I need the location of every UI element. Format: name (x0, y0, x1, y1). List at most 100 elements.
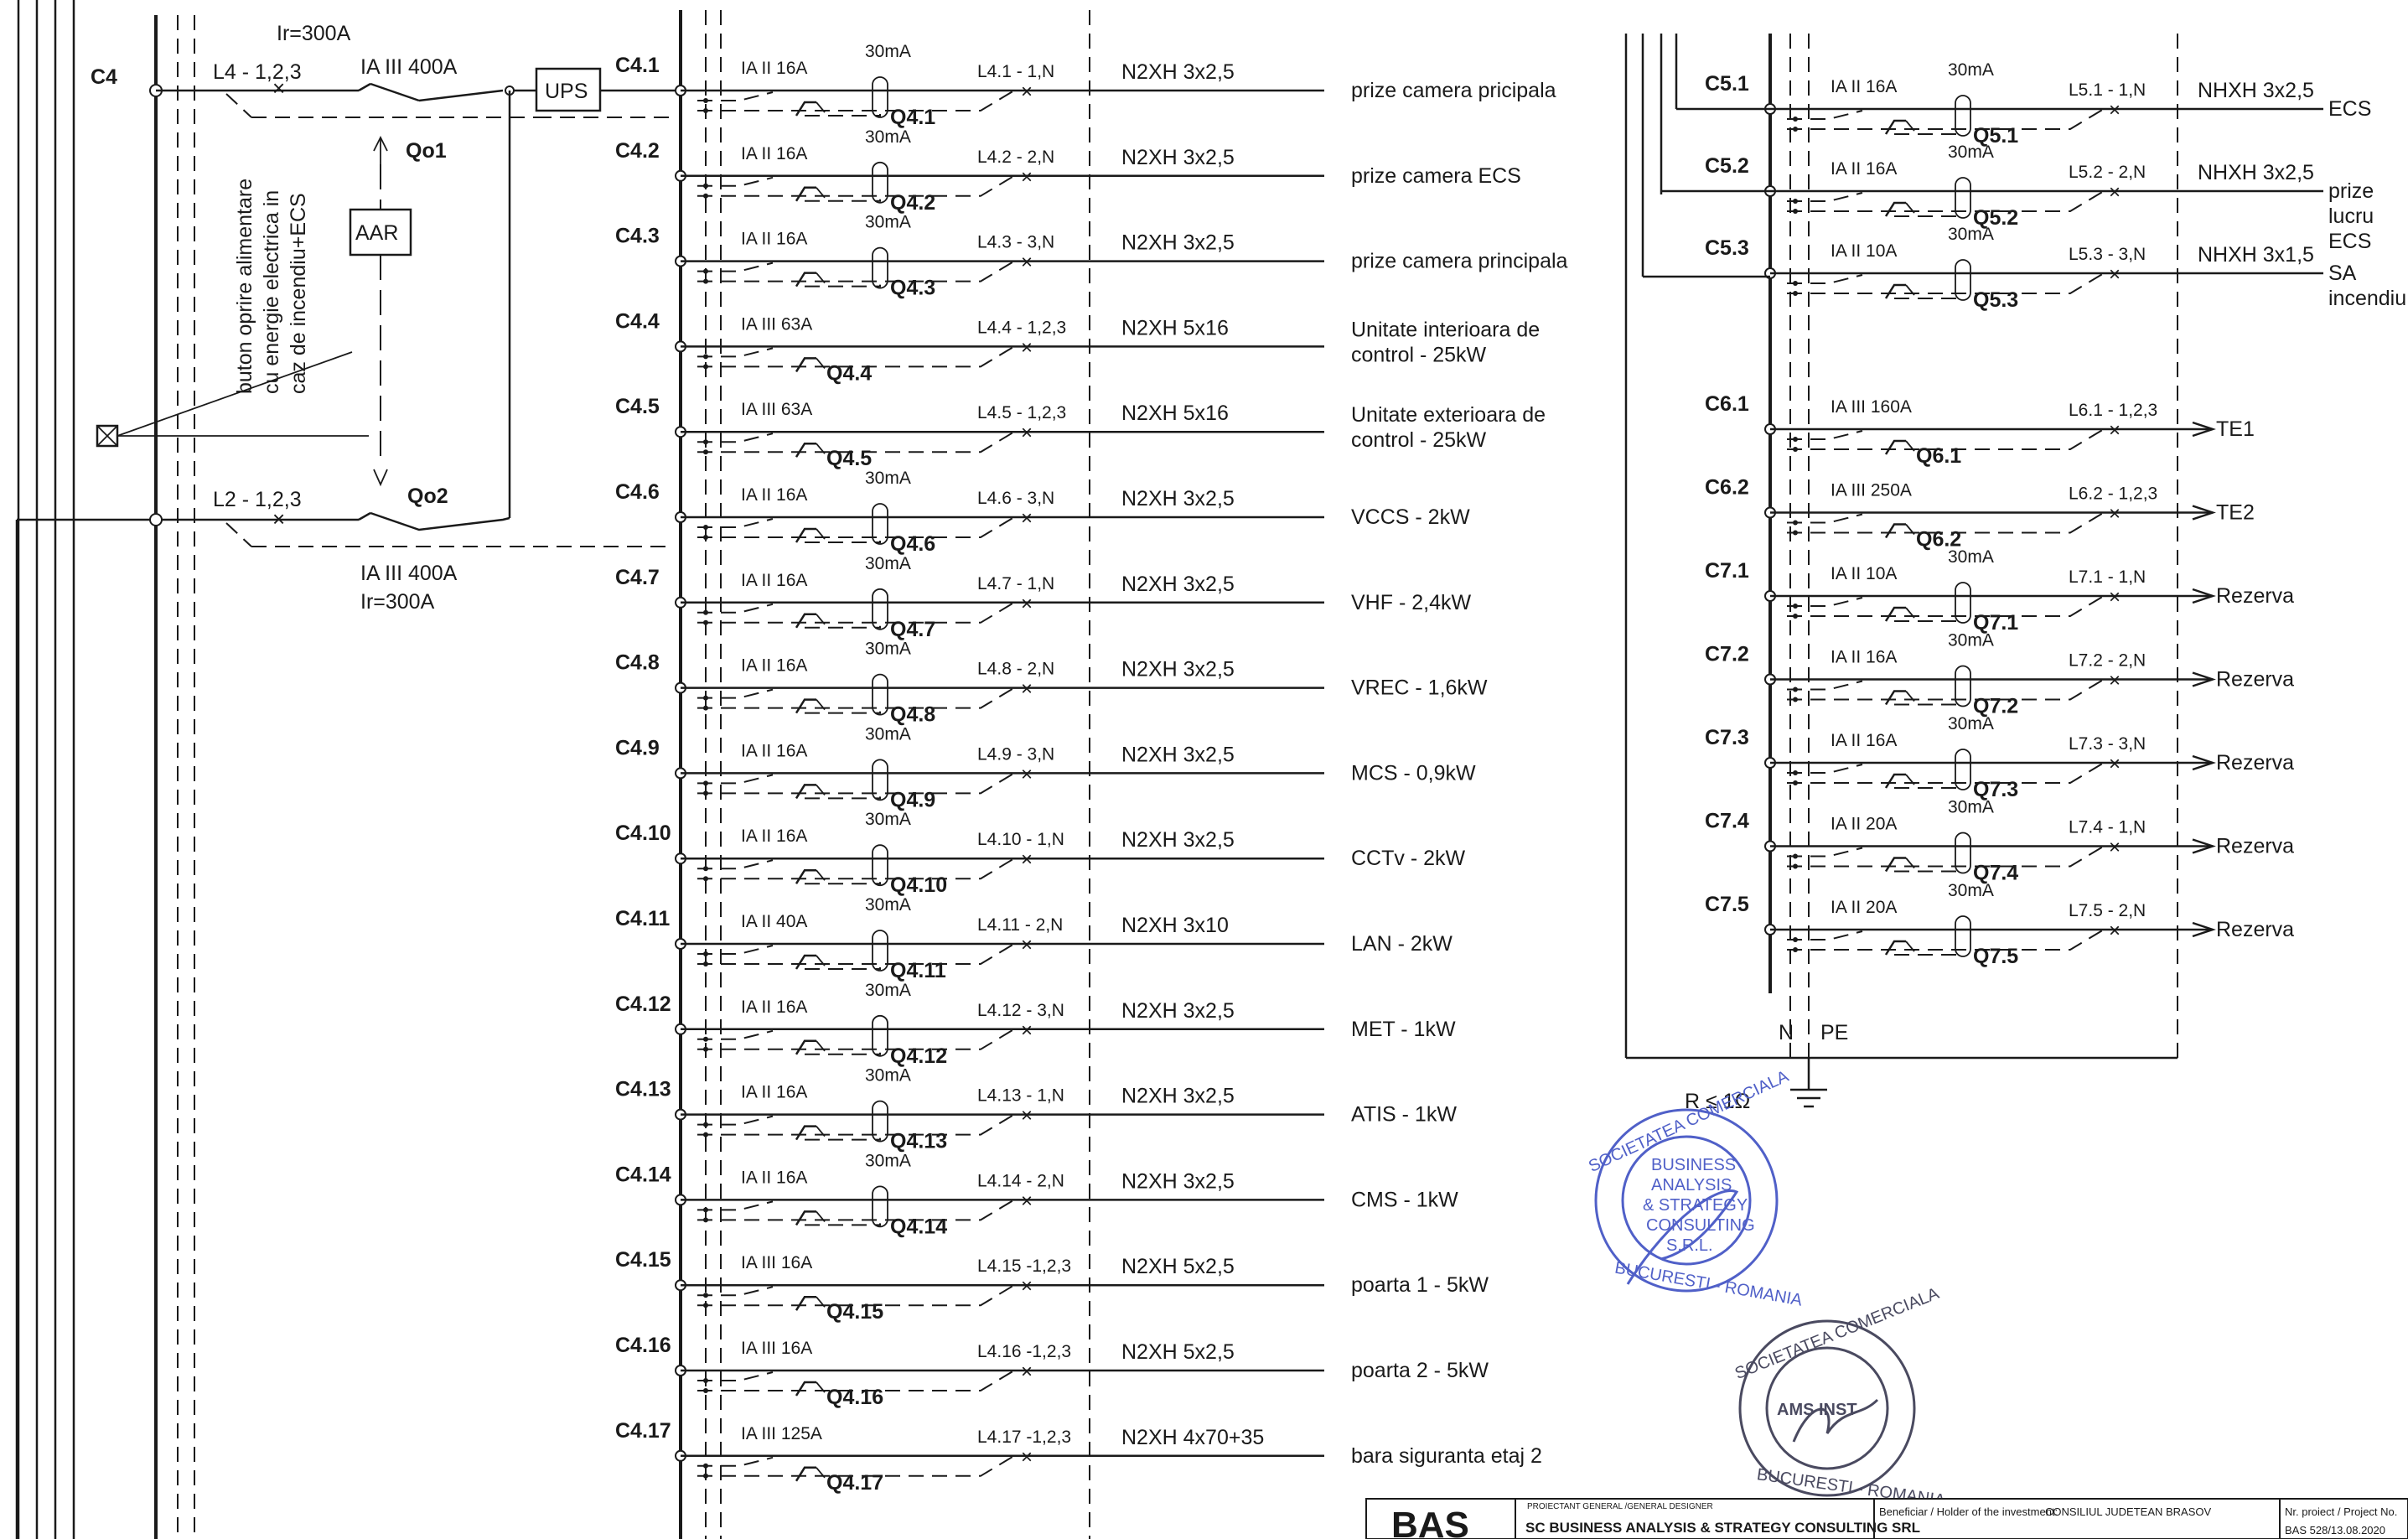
line-label: L4.12 - 3,N (977, 1001, 1064, 1020)
svg-text:ANALYSIS: ANALYSIS (1651, 1176, 1732, 1194)
line-label: L5.2 - 2,N (2069, 163, 2146, 182)
load-description: Rezerva (2216, 584, 2294, 608)
breaker-rating: IA II 16A (741, 485, 807, 505)
line-label: L6.2 - 1,2,3 (2069, 484, 2157, 504)
rcd-rating: 30mA (865, 640, 911, 659)
cross-marker-icon: × (1021, 1446, 1033, 1469)
beneficiary-caption: Beneficiar / Holder of the investment: (1879, 1505, 2058, 1518)
load-description: prize camera ECS (1351, 164, 1521, 188)
cable-type: N2XH 5x2,5 (1121, 1340, 1235, 1364)
rcd-rating: 30mA (865, 127, 911, 147)
breaker-rating: IA II 20A (1831, 815, 1897, 834)
svg-text:CONSULTING: CONSULTING (1646, 1216, 1755, 1235)
rcd-icon (872, 930, 888, 972)
cable-type: NHXH 3x2,5 (2198, 79, 2314, 102)
cross-marker-icon: × (1021, 251, 1033, 274)
breaker-q-label: Q7.5 (1973, 945, 2018, 968)
cable-type: N2XH 3x2,5 (1121, 231, 1235, 255)
cable-type: N2XH 3x2,5 (1121, 146, 1235, 169)
qo2-label: Qo2 (407, 484, 448, 508)
breaker-rating: IA II 16A (741, 59, 807, 78)
breaker-rating: IA II 16A (741, 571, 807, 590)
breaker-q-label: Q7.4 (1973, 862, 2018, 885)
rcd-rating: 30mA (1948, 60, 1994, 80)
load-description: VHF - 2,4kW (1351, 591, 1471, 614)
svg-text:buton oprire alimentare: buton oprire alimentare (233, 179, 256, 394)
rcd-icon (872, 588, 888, 630)
breaker-rating: IA II 16A (741, 230, 807, 249)
cable-type: N2XH 3x2,5 (1121, 60, 1235, 84)
breaker-rating: IA III 160A (1831, 397, 1912, 417)
cross-marker-icon: × (1021, 1275, 1033, 1298)
load-description: CCTv - 2kW (1351, 847, 1466, 870)
circuit-id: C4.17 (615, 1419, 671, 1443)
rcd-icon (1955, 749, 1971, 790)
cross-marker-icon: × (2109, 670, 2121, 692)
line-label: L4.13 - 1,N (977, 1086, 1064, 1106)
rcd-rating: 30mA (1948, 798, 1994, 817)
line-label: L4.3 - 3,N (977, 233, 1054, 252)
signature-mark (1792, 1398, 1879, 1443)
line-label: L4.17 -1,2,3 (977, 1428, 1071, 1447)
incomer-line1-ir: Ir=300A (277, 22, 351, 45)
load-description: bara siguranta etaj 2 (1351, 1444, 1542, 1468)
line-label: L4.6 - 3,N (977, 489, 1054, 508)
breaker-rating: IA II 16A (1831, 648, 1897, 667)
rcd-icon (1955, 832, 1971, 874)
circuit-id: C4.12 (615, 992, 671, 1016)
circuit-id: C6.2 (1705, 476, 1749, 500)
load-description: Rezerva (2216, 668, 2294, 692)
rcd-rating: 30mA (865, 1066, 911, 1086)
circuit-id: C4.13 (615, 1078, 671, 1101)
cross-marker-icon: × (2109, 503, 2121, 526)
cable-type: N2XH 5x2,5 (1121, 1255, 1235, 1278)
rcd-icon (872, 759, 888, 801)
svg-text:caz de incendiu+ECS: caz de incendiu+ECS (287, 193, 310, 394)
circuit-id: C4.5 (615, 395, 660, 418)
svg-text:BUCURESTI - ROMANIA: BUCURESTI - ROMANIA (1613, 1259, 1805, 1310)
rcd-icon (872, 844, 888, 887)
rcd-icon (1955, 177, 1971, 219)
cross-marker-icon: × (1021, 934, 1033, 956)
breaker-rating: IA II 16A (1831, 159, 1897, 179)
cross-marker-icon: × (2109, 753, 2121, 775)
incomer-line1-breaker: IA III 400A (360, 55, 458, 79)
incomer-section: C4 L4 - 1,2,3 Ir=300A IA III 400A × UPS … (15, 0, 681, 1539)
load-description: VREC - 1,6kW (1351, 676, 1488, 700)
line-label: L7.1 - 1,N (2069, 567, 2146, 587)
circuit-id: C6.1 (1705, 392, 1749, 416)
load-description: prize camera principala (1351, 250, 1568, 273)
rcd-icon (872, 1185, 888, 1228)
breaker-rating: IA II 16A (741, 1083, 807, 1102)
load-description: poarta 1 - 5kW (1351, 1273, 1489, 1297)
ups-label: UPS (545, 80, 588, 103)
line-label: L4.2 - 2,N (977, 148, 1054, 167)
circuit-id: C4.15 (615, 1248, 671, 1272)
cable-type: N2XH 3x10 (1121, 914, 1229, 937)
breaker-q-label: Q4.5 (826, 447, 872, 470)
line-label: L5.3 - 3,N (2069, 245, 2146, 264)
rcd-icon (1955, 259, 1971, 301)
project-number: BAS 528/13.08.2020 (2285, 1524, 2385, 1536)
breaker-rating: IA II 20A (1831, 898, 1897, 917)
breaker-q-label: Q5.1 (1973, 124, 2018, 148)
breaker-rating: IA II 16A (741, 998, 807, 1017)
load-description: Rezerva (2216, 751, 2294, 775)
circuit-id: C4.14 (615, 1163, 671, 1186)
svg-text:BUSINESS: BUSINESS (1651, 1156, 1736, 1174)
breaker-rating: IA III 16A (741, 1253, 812, 1272)
rcd-icon (1955, 915, 1971, 957)
line-label: L7.2 - 2,N (2069, 651, 2146, 671)
